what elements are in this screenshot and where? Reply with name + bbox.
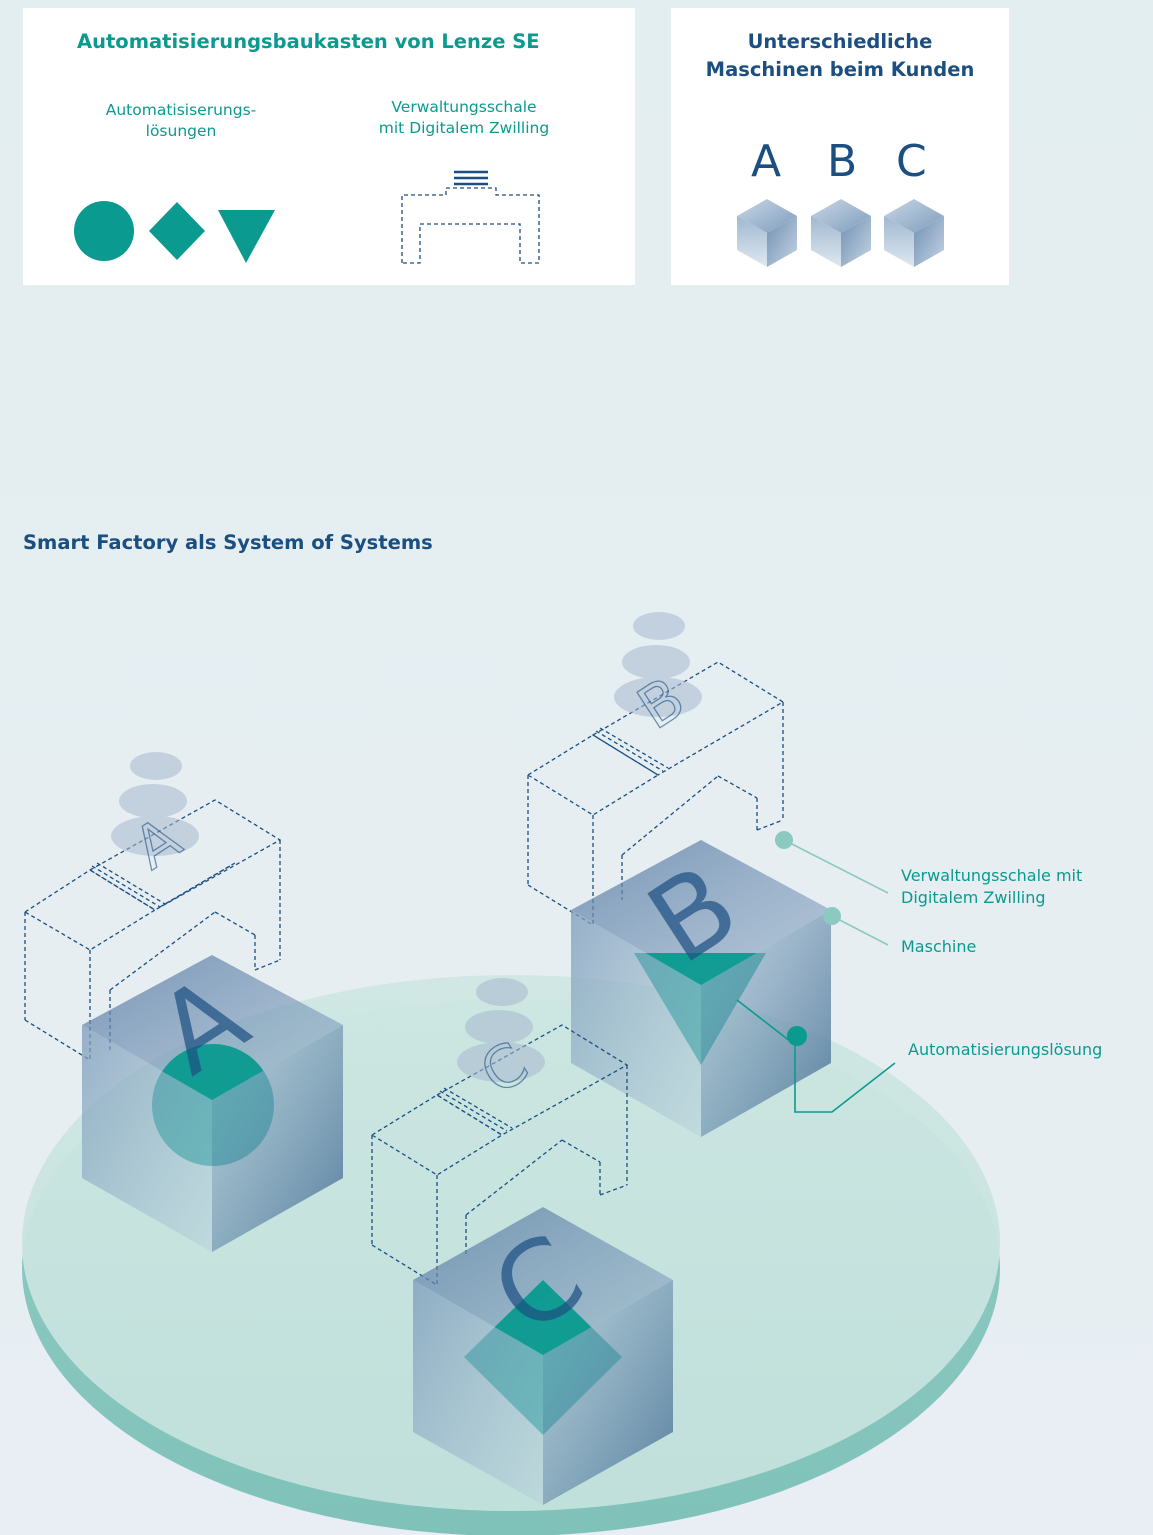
- toolkit-title: Automatisierungsbaukasten von Lenze SE: [77, 30, 540, 53]
- machine-letter-a: A: [751, 136, 782, 187]
- machine-c: C C: [370, 978, 673, 1505]
- factory-title: Smart Factory als System of Systems: [23, 531, 433, 554]
- callout-solution: Automatisierungslösung: [908, 1040, 1103, 1059]
- solution-callout-dot: [787, 1026, 807, 1046]
- callout-shell: Verwaltungsschale mit Digitalem Zwilling: [901, 866, 1083, 907]
- data-stack-b: [614, 612, 702, 717]
- machines-title: Unterschiedliche Maschinen beim Kunden: [705, 30, 975, 81]
- machine-letter-b: B: [827, 136, 858, 187]
- machines-card: Unterschiedliche Maschinen beim Kunden A…: [671, 8, 1009, 285]
- machine-b: B B: [526, 612, 831, 1137]
- diamond-icon: [149, 202, 205, 260]
- shell-callout-dot: [775, 831, 793, 849]
- solutions-label: Automatisiserungs- lösungen: [105, 101, 257, 140]
- machine-cube-icons: [737, 199, 944, 267]
- callout-lines: [736, 831, 896, 1113]
- callout-machine: Maschine: [901, 937, 977, 956]
- data-stack-c: [457, 978, 545, 1082]
- cube-icon: [737, 199, 797, 267]
- data-stack-a: [111, 752, 199, 856]
- machine-letter-c: C: [896, 136, 927, 187]
- toolkit-card: Automatisierungsbaukasten von Lenze SE A…: [23, 8, 635, 285]
- machine-callout-dot: [823, 907, 841, 925]
- triangle-icon: [218, 210, 275, 263]
- circle-icon: [74, 201, 134, 261]
- cube-icon: [884, 199, 944, 267]
- shell-label: Verwaltungsschale mit Digitalem Zwilling: [378, 98, 550, 137]
- toolkit-icons: [74, 170, 540, 264]
- cube-icon: [811, 199, 871, 267]
- machine-cube-c: C: [413, 1207, 673, 1505]
- digital-twin-shell-icon: [401, 170, 540, 264]
